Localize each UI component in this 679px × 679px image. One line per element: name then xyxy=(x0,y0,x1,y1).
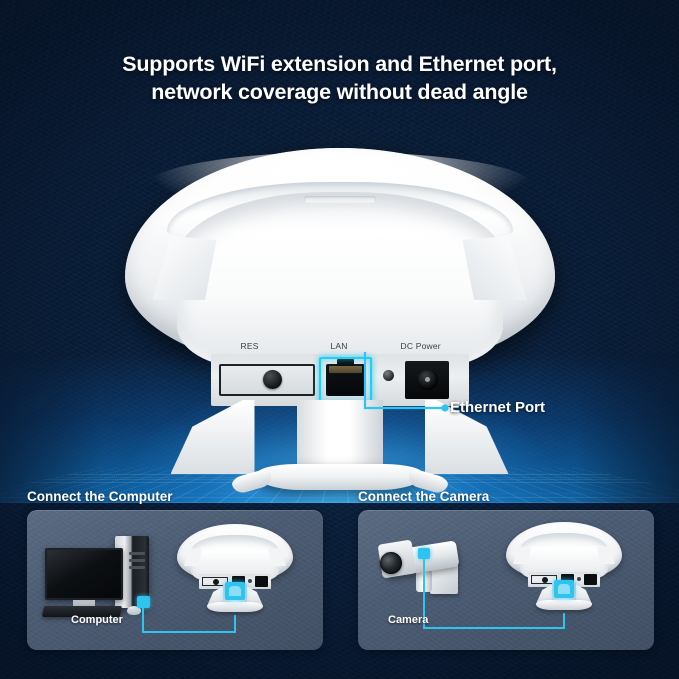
panel-title-camera: Connect the Camera xyxy=(358,489,490,504)
panel-title-computer: Connect the Computer xyxy=(27,489,173,504)
mini-tab-right xyxy=(597,546,615,564)
monitor-stand xyxy=(73,600,95,606)
mini-reset-recess xyxy=(202,577,228,586)
panel-connect-computer: Connect the Computer xyxy=(27,489,337,650)
reset-button[interactable] xyxy=(262,370,282,389)
computer-cable-plug xyxy=(137,596,150,608)
mini-status-led xyxy=(248,579,252,583)
mini-reset-button xyxy=(542,576,548,583)
monitor-screen xyxy=(45,548,123,600)
led-indicator-strip xyxy=(303,196,376,203)
mini-inner-face xyxy=(191,535,279,581)
mini-stand-foot xyxy=(536,600,592,610)
headline-line-2: network coverage without dead angle xyxy=(151,80,528,105)
connection-panels: Connect the Computer xyxy=(0,489,679,679)
device-inner-face xyxy=(176,192,503,368)
panel-connect-camera: Connect the Camera xyxy=(358,489,668,650)
mini-lan-port xyxy=(232,576,245,587)
panel-card-computer: Computer xyxy=(27,510,323,650)
port-panel: RES LAN DC Power xyxy=(210,341,469,406)
port-label-dc-power: DC Power xyxy=(400,341,441,351)
callout-label: Ethernet Port xyxy=(450,399,546,416)
access-point-device: RES LAN DC Power xyxy=(124,148,555,490)
mini-reset-button xyxy=(213,578,219,585)
port-label-lan: LAN xyxy=(330,341,348,351)
mouse-icon xyxy=(127,606,141,615)
mini-tab-left xyxy=(184,548,202,566)
mini-access-point-computer xyxy=(177,524,293,616)
tower-bay xyxy=(129,559,145,562)
mini-lan-port xyxy=(561,574,574,585)
headline: Supports WiFi extension and Ethernet por… xyxy=(0,50,679,107)
mini-lan-plug xyxy=(554,580,574,598)
stand-foot xyxy=(255,464,424,490)
dc-power-pin xyxy=(416,369,438,390)
lan-port-highlight xyxy=(318,357,372,403)
lan-port[interactable] xyxy=(325,359,365,396)
mini-status-led xyxy=(577,577,581,581)
camera-mount-arm xyxy=(416,570,432,592)
mini-dc-port xyxy=(584,574,597,585)
tower-bay xyxy=(129,552,145,555)
monitor-icon xyxy=(45,548,123,600)
camera-cable-plug xyxy=(418,548,430,559)
label-camera: Camera xyxy=(388,614,429,626)
mini-tab-right xyxy=(268,548,286,566)
mini-port-panel xyxy=(199,574,271,589)
panel-card-camera: Camera xyxy=(358,510,654,650)
status-led xyxy=(382,370,394,381)
label-computer: Computer xyxy=(71,614,123,626)
mini-lan-plug xyxy=(225,582,245,600)
mini-stand-foot xyxy=(207,602,263,612)
headline-line-1: Supports WiFi extension and Ethernet por… xyxy=(122,52,557,76)
mini-dc-port xyxy=(255,576,268,587)
stand-arm-left xyxy=(170,400,255,474)
mini-access-point-camera xyxy=(506,522,622,614)
tower-bay xyxy=(129,566,145,569)
port-label-res: RES xyxy=(240,341,259,351)
